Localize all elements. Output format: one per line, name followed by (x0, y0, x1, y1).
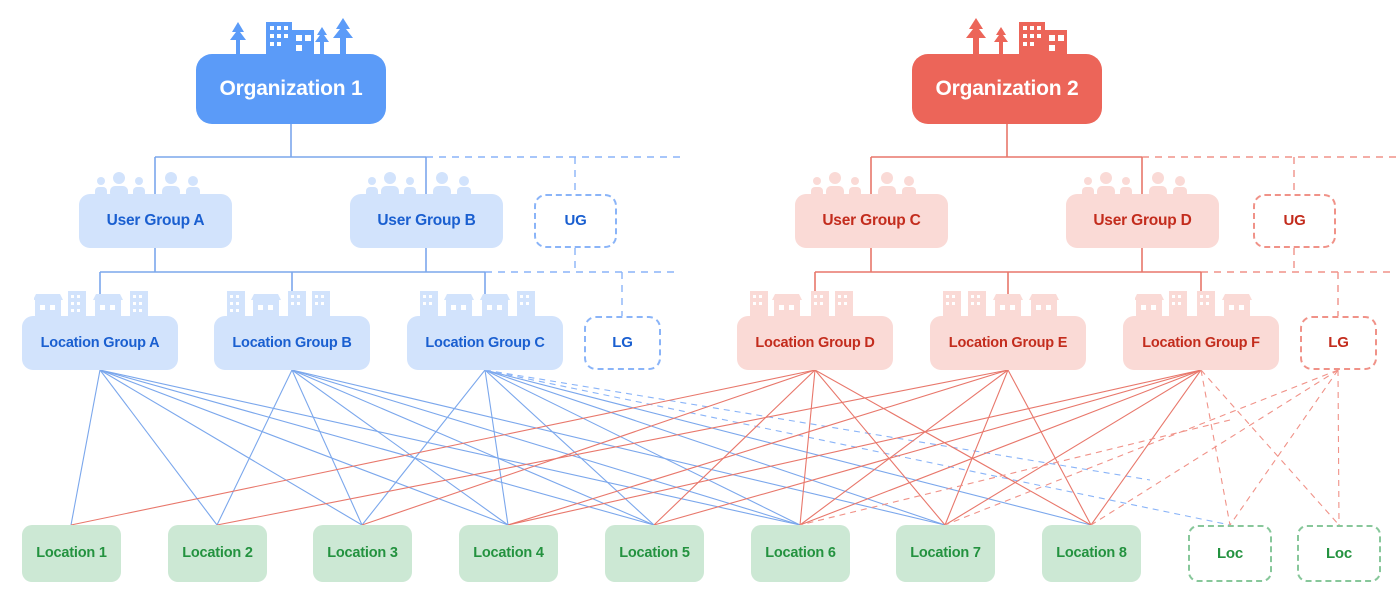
organization-label: Organization 1 (219, 76, 363, 100)
location-node-1[interactable]: Location 1 (22, 525, 121, 582)
location-group-node-f[interactable]: Location Group F (1123, 316, 1279, 370)
shops-buildings-icon (750, 291, 853, 318)
shops-buildings-icon (943, 291, 1059, 318)
user-group-label: User Group B (377, 212, 476, 230)
location-label: Location 7 (910, 545, 981, 562)
location-label: Location 5 (619, 545, 690, 562)
location-group-label: Location Group C (425, 334, 545, 351)
location-group-node-a[interactable]: Location Group A (22, 316, 178, 370)
location-label: Location 2 (182, 545, 253, 562)
shops-buildings-icon (420, 291, 535, 318)
shops-buildings-icon (227, 291, 330, 318)
user-group-node-d[interactable]: User Group D (1066, 194, 1219, 248)
location-node-8[interactable]: Location 8 (1042, 525, 1141, 582)
location-label: Location 6 (765, 545, 836, 562)
organization-node-2[interactable]: Organization 2 (912, 54, 1102, 124)
location-placeholder-label: Loc (1216, 544, 1244, 562)
location-label: Location 1 (36, 545, 107, 562)
user-group-placeholder-label: UG (564, 212, 587, 230)
location-group-node-b[interactable]: Location Group B (214, 316, 370, 370)
location-placeholder-label: Loc (1325, 544, 1353, 562)
location-node-7[interactable]: Location 7 (896, 525, 995, 582)
trees-city-skyline-icon (966, 18, 1067, 54)
user-group-node-a[interactable]: User Group A (79, 194, 232, 248)
location-placeholder-2[interactable]: Loc (1297, 525, 1381, 582)
organization-label: Organization 2 (935, 76, 1079, 100)
user-group-label: User Group C (822, 212, 921, 230)
location-placeholder-1[interactable]: Loc (1188, 525, 1272, 582)
location-group-label: Location Group D (755, 334, 875, 351)
location-node-2[interactable]: Location 2 (168, 525, 267, 582)
city-skyline-trees-icon (230, 18, 353, 54)
shops-buildings-icon (34, 291, 148, 318)
location-node-4[interactable]: Location 4 (459, 525, 558, 582)
location-group-node-c[interactable]: Location Group C (407, 316, 563, 370)
location-node-6[interactable]: Location 6 (751, 525, 850, 582)
user-group-label: User Group A (106, 212, 205, 230)
location-label: Location 8 (1056, 545, 1127, 562)
user-group-label: User Group D (1093, 212, 1192, 230)
location-node-3[interactable]: Location 3 (313, 525, 412, 582)
location-label: Location 3 (327, 545, 398, 562)
user-group-placeholder-blue[interactable]: UG (534, 194, 617, 248)
organization-node-1[interactable]: Organization 1 (196, 54, 386, 124)
location-group-placeholder-label: LG (612, 334, 633, 352)
location-group-label: Location Group B (232, 334, 352, 351)
location-group-label: Location Group E (948, 334, 1068, 351)
shops-buildings-icon (1135, 291, 1252, 318)
user-group-placeholder-red[interactable]: UG (1253, 194, 1336, 248)
location-group-placeholder-blue[interactable]: LG (584, 316, 661, 370)
location-group-node-d[interactable]: Location Group D (737, 316, 893, 370)
user-group-node-c[interactable]: User Group C (795, 194, 948, 248)
location-group-placeholder-red[interactable]: LG (1300, 316, 1377, 370)
location-node-5[interactable]: Location 5 (605, 525, 704, 582)
location-group-placeholder-label: LG (1328, 334, 1349, 352)
location-group-label: Location Group F (1142, 334, 1260, 351)
location-group-label: Location Group A (40, 334, 160, 351)
location-label: Location 4 (473, 545, 544, 562)
user-group-node-b[interactable]: User Group B (350, 194, 503, 248)
user-group-placeholder-label: UG (1283, 212, 1306, 230)
location-group-node-e[interactable]: Location Group E (930, 316, 1086, 370)
